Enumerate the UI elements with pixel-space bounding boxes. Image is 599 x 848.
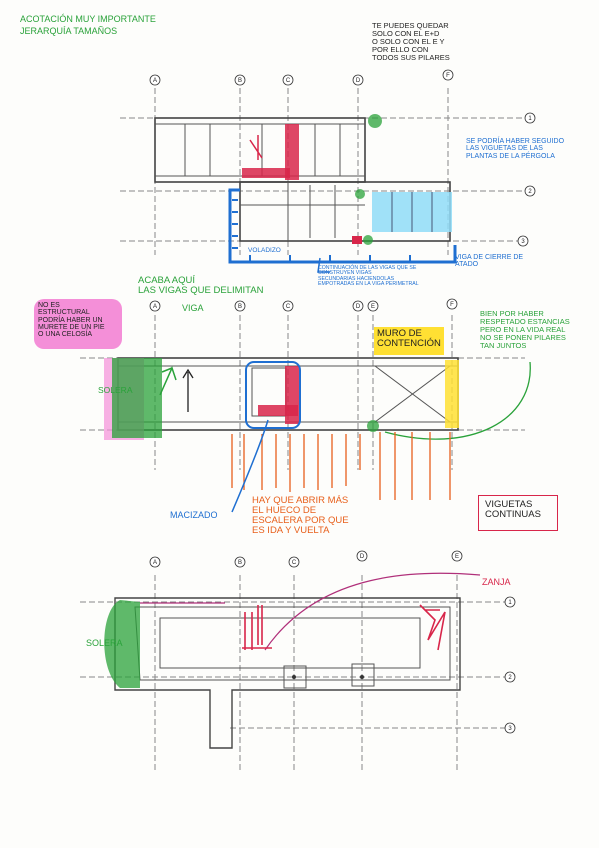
plan-1-axis-2: 2 [528,189,532,195]
plan-1-axis-b: B [238,78,242,84]
pergola-note: SE PODRÍA HABER SEGUIDO LAS VIGUETAS DE … [466,138,565,160]
plan-1-red-stair-wall [285,124,299,180]
plan-2-axis-c: C [286,304,291,310]
plan-3-axis-b: B [238,560,242,566]
plan-3 [80,575,510,770]
plan-2-green-pillar [367,420,379,432]
plan-1-green-pillar-d1 [368,114,382,128]
plan-1-pergola-joists [391,192,433,232]
plan-2-blue-stair-outline [245,361,301,429]
plan-2-green-curve-arrow [384,361,531,440]
muro-note: MURO DE CONTENCIÓN [374,327,444,355]
plan-1 [120,88,525,255]
plan-2-axis-a: A [153,304,157,310]
plan-2-axis-d: D [356,304,361,310]
viga-label: VIGA [182,303,204,313]
continuacion-note: CONTINUACIÓN DE LAS VIGAS QUE SE CONSTRU… [318,265,419,288]
viguetas-note: VIGUETAS CONTINUAS [478,495,558,531]
bien-por-note: BIEN POR HABER RESPETADO ESTANCIAS PERO … [480,309,570,350]
plan-1-blue-leader [317,257,330,273]
title-line-2: JERARQUÍA TAMAÑOS [20,26,117,36]
pillars-note: TE PUEDES QUEDAR SOLO CON EL E+D O SOLO … [372,21,450,62]
voladizo-label: VOLADIZO [248,247,281,254]
plan-2-green-solera [112,358,162,438]
no-estructural-note: NO ES ESTRUCTURAL PODRÍA HABER UN MURETE… [34,299,122,349]
plan-2-axis-f: F [450,302,454,308]
viga-cierre-note: VIGA DE CIERRE DE ATADO [455,254,524,269]
plan-2-blue-macizado-arrow [231,419,269,513]
plan-3-axis-e: E [455,554,459,560]
plan-3-pillar-d [360,675,364,679]
plan-3-green-solera [104,600,140,688]
plan-1-axis-3: 3 [521,239,525,245]
plan-3-axis-d: D [360,554,365,560]
plan-3-axis-bubbles [149,550,516,734]
plan-1-axis-d: D [356,78,361,84]
plan-1-red-stair-base [242,168,290,178]
zanja-label: ZANJA [482,577,511,587]
plan-3-axis-3: 3 [508,726,512,732]
plan-1-axis-f: F [446,73,450,79]
plan-2-green-arrow [159,365,177,396]
plan-3-pillar-c [292,675,296,679]
plan-3-axis-c: C [292,560,297,566]
plan-2-yellow-muro [445,360,459,428]
plan-3-axis-2: 2 [508,675,512,681]
plan-3-magenta-stair-right [419,604,446,651]
plan-2-axis-bubbles [149,298,458,312]
macizado-label: MACIZADO [170,510,218,520]
plan-1-green-pillar-d2 [355,189,365,199]
plan-1-axis-bubbles [149,69,536,247]
plan-1-blue-voladizo-outline [228,188,457,264]
solera-2-label: SOLERA [86,638,123,648]
title-line-1: ACOTACIÓN MUY IMPORTANTE [20,14,156,24]
plan-1-blue-voladizo-hatch [232,199,411,262]
plan-1-stair-arrow [249,135,263,160]
plan-3-zanja-line [140,572,481,651]
plan-2-axis-e: E [371,304,375,310]
plan-3-magenta-stair-left [242,605,272,650]
plan-1-axis-a: A [153,78,157,84]
plan-2-orange-viguetas [231,432,451,500]
plan-2-red-stair-base [258,405,298,416]
plan-1-axis-c: C [286,78,291,84]
plan-1-red-pillar [352,236,362,244]
plan-3-axis-1: 1 [508,600,512,606]
plan-2-viga-arrow [182,368,194,412]
plan-1-axis-1: 1 [528,116,532,122]
plan-2-axis-b: B [238,304,242,310]
plan-3-axis-a: A [153,560,157,566]
solera-1-label: SOLERA [98,385,133,395]
acaba-aqui-note: ACABA AQUÍ LAS VIGAS QUE DELIMITAN [138,275,264,296]
hay-que-note: HAY QUE ABRIR MÁS EL HUECO DE ESCALERA P… [252,495,349,536]
plan-1-green-pillar-d3 [363,235,373,245]
